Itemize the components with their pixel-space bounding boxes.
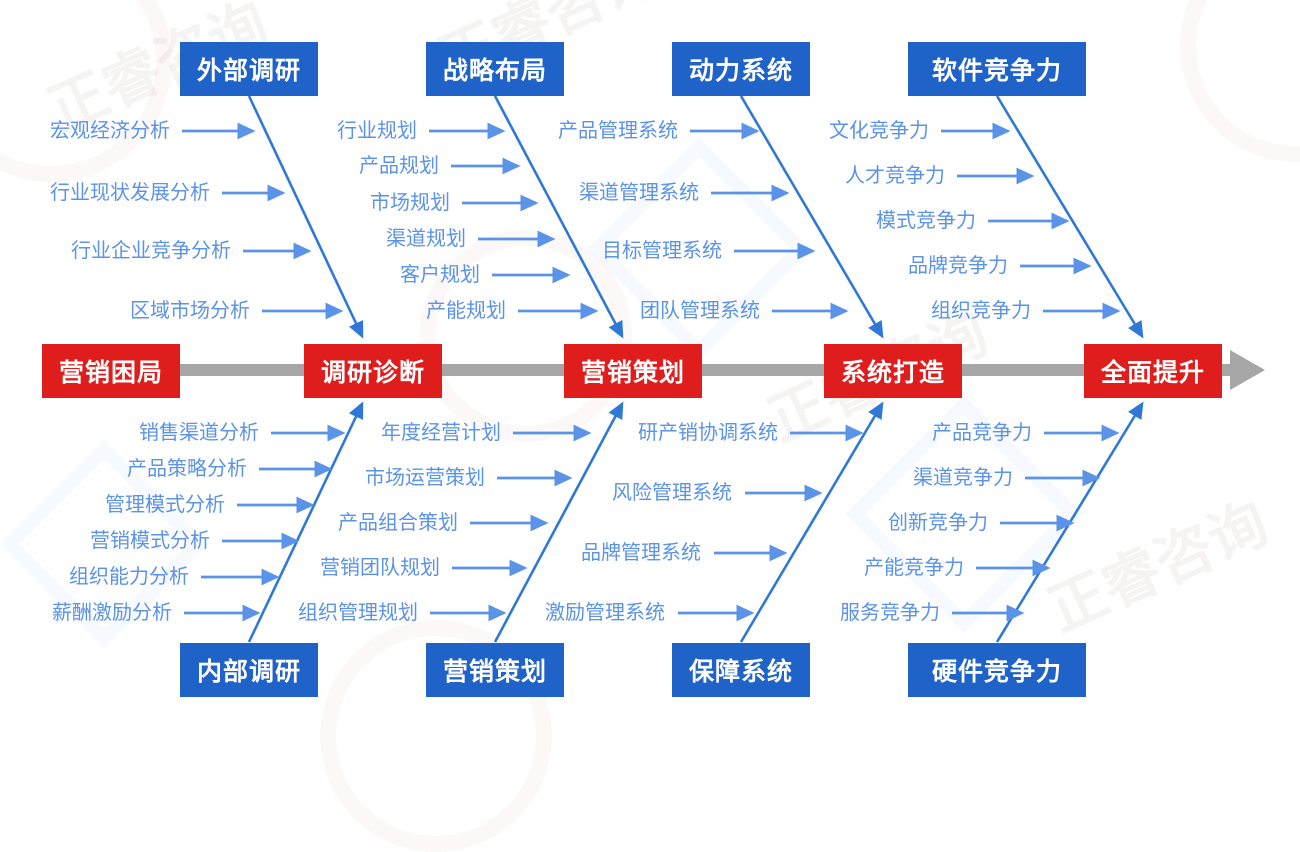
branch-label: 产能规划 [426,300,506,322]
category-label: 保障系统 [688,658,793,686]
branch-label: 组织能力分析 [69,566,189,588]
branch-label: 市场规划 [370,192,450,214]
branch-arrows-top-4 [941,122,1121,320]
stage-box-5[interactable]: 全面提升 [1084,344,1222,398]
branch-label: 客户规划 [400,264,480,286]
branch-label: 产品组合策划 [338,512,458,534]
branch-label: 产品管理系统 [558,120,678,142]
category-box-top-2[interactable]: 战略布局 [426,42,564,96]
rib-top-2 [493,95,624,339]
branch-label: 目标管理系统 [602,240,722,262]
category-box-top-1[interactable]: 外部调研 [180,42,318,96]
branch-label: 年度经营计划 [381,422,501,444]
category-label: 营销策划 [442,658,547,686]
branch-arrows-bottom-1 [184,424,346,622]
branch-label: 组织管理规划 [298,602,418,624]
branch-label: 渠道规划 [386,228,466,250]
branch-label: 产品竞争力 [932,422,1032,444]
branch-label: 产品策略分析 [127,458,247,480]
stage-label: 全面提升 [1100,359,1205,387]
category-label: 动力系统 [688,57,793,85]
branch-label: 渠道竞争力 [913,467,1013,489]
rib-bottom-3 [739,401,884,643]
connector-layer [178,95,1265,643]
category-box-bottom-1[interactable]: 内部调研 [180,643,318,697]
branch-label: 行业现状发展分析 [50,182,210,204]
branch-label: 管理模式分析 [105,494,225,516]
stage-label: 营销困局 [58,359,163,387]
category-box-top-3[interactable]: 动力系统 [672,42,810,96]
category-box-top-4[interactable]: 软件竞争力 [908,42,1086,96]
branch-label: 激励管理系统 [545,602,665,624]
branch-label: 渠道管理系统 [579,182,699,204]
stage-box-4[interactable]: 系统打造 [824,344,962,398]
branch-label: 创新竞争力 [888,512,988,534]
branch-arrows-top-2 [429,122,599,320]
branch-label: 营销团队规划 [320,557,440,579]
branch-label: 文化竞争力 [829,120,929,142]
category-label: 硬件竞争力 [931,658,1062,686]
category-label: 软件竞争力 [931,57,1062,85]
branch-arrows-bottom-2 [430,424,592,622]
category-box-bottom-4[interactable]: 硬件竞争力 [908,643,1086,697]
branch-label: 团队管理系统 [640,300,760,322]
stage-box-2[interactable]: 调研诊断 [304,344,442,398]
branch-label: 服务竞争力 [840,602,940,624]
branch-label: 宏观经济分析 [50,120,170,142]
branch-arrows-top-1 [182,122,344,320]
stage-label: 调研诊断 [320,359,425,387]
branch-label: 品牌竞争力 [908,255,1008,277]
branch-label: 行业规划 [337,120,417,142]
branch-label: 模式竞争力 [876,210,976,232]
category-box-bottom-3[interactable]: 保障系统 [672,643,810,697]
branch-label: 人才竞争力 [845,165,945,187]
branch-label: 产能竞争力 [864,557,964,579]
branch-label: 销售渠道分析 [139,422,259,444]
spine-line [178,364,1240,376]
rib-bottom-2 [493,401,624,643]
category-label: 内部调研 [196,658,301,686]
branch-arrows-bottom-4 [952,424,1120,622]
stage-label: 系统打造 [840,359,945,387]
branch-arrows-bottom-3 [678,424,864,622]
branch-label: 区域市场分析 [130,300,250,322]
branch-arrows-top-3 [690,122,849,320]
branch-label: 市场运营策划 [365,467,485,489]
branch-label: 产品规划 [359,155,439,177]
stage-label: 营销策划 [580,359,685,387]
branch-label: 营销模式分析 [90,530,210,552]
branch-label: 研产销协调系统 [638,422,778,444]
category-label: 外部调研 [196,57,301,85]
branch-label: 组织竞争力 [931,300,1031,322]
branch-label: 风险管理系统 [612,482,732,504]
stage-box-3[interactable]: 营销策划 [564,344,702,398]
branch-label: 行业企业竞争分析 [71,240,231,262]
rib-top-1 [247,95,364,339]
category-box-bottom-2[interactable]: 营销策划 [426,643,564,697]
category-label: 战略布局 [442,57,547,85]
rib-bottom-1 [247,401,364,643]
branch-label: 薪酬激励分析 [52,602,172,624]
stage-box-1[interactable]: 营销困局 [42,344,180,398]
spine-arrow-right-icon [1230,350,1265,390]
branch-label: 品牌管理系统 [581,542,701,564]
rib-top-3 [739,95,884,339]
